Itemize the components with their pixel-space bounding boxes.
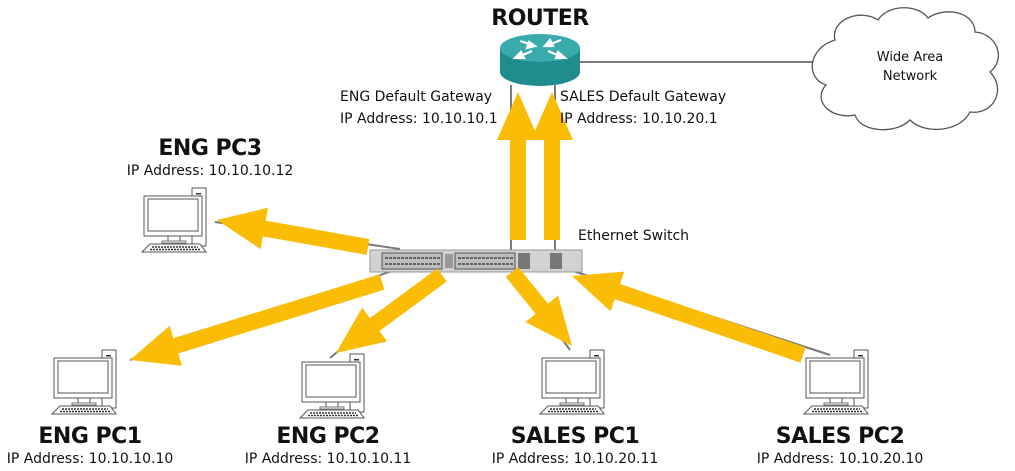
pc-label: ENG PC3 IP Address: 10.10.10.12 <box>105 136 315 180</box>
pc-ip-address: IP Address: 10.10.10.12 <box>126 163 294 179</box>
pc-name: SALES PC2 <box>775 424 905 449</box>
wan-label-line2: Network <box>882 69 938 84</box>
pc-ip-address: IP Address: 10.10.20.11 <box>491 451 659 467</box>
arrow-switch-to-eng-pc2 <box>336 268 447 353</box>
arrow-switch-to-sales-pc1 <box>505 266 572 346</box>
arrow-switch-to-eng-pc1 <box>130 274 385 366</box>
pc-icon-eng-pc3[interactable] <box>141 187 207 253</box>
pc-ip-address: IP Address: 10.10.20.10 <box>756 451 924 467</box>
arrow-switch-to-eng-pc3 <box>217 207 370 255</box>
switch-icon[interactable] <box>369 249 583 273</box>
eng-gateway-label: ENG Default Gateway IP Address: 10.10.10… <box>340 86 498 130</box>
eng-gateway-name: ENG Default Gateway <box>340 89 493 105</box>
router-title: ROUTER <box>491 6 589 31</box>
pc-name: ENG PC1 <box>38 424 142 449</box>
arrow-sales-pc2-to-switch <box>572 271 806 363</box>
pc-name: ENG PC3 <box>158 136 262 161</box>
sales-gateway-label: SALES Default Gateway IP Address: 10.10.… <box>560 86 726 130</box>
wan-label-line1: Wide Area <box>876 50 944 65</box>
pc-label: ENG PC1 IP Address: 10.10.10.10 <box>0 424 180 468</box>
wan-label: Wide Area Network <box>855 48 965 86</box>
pc-label: ENG PC2 IP Address: 10.10.10.11 <box>238 424 418 468</box>
pc-ip-address: IP Address: 10.10.10.11 <box>244 451 412 467</box>
router-icon[interactable] <box>500 34 580 86</box>
switch-label: Ethernet Switch <box>578 228 690 244</box>
cloud-icon[interactable] <box>811 7 999 131</box>
pc-icon-sales-pc2[interactable] <box>803 349 869 415</box>
eng-gateway-ip: IP Address: 10.10.10.1 <box>340 111 498 127</box>
pc-name: ENG PC2 <box>276 424 380 449</box>
arrow-switch-to-eng-gateway <box>497 92 539 240</box>
pc-icon-sales-pc1[interactable] <box>539 349 605 415</box>
pc-icon-eng-pc2[interactable] <box>299 353 365 419</box>
pc-label: SALES PC2 IP Address: 10.10.20.10 <box>745 424 935 468</box>
sales-gateway-ip: IP Address: 10.10.20.1 <box>560 111 718 127</box>
pc-ip-address: IP Address: 10.10.10.10 <box>6 451 174 467</box>
arrow-switch-to-sales-gateway <box>531 92 573 240</box>
sales-gateway-name: SALES Default Gateway <box>560 89 727 105</box>
pc-icon-eng-pc1[interactable] <box>51 349 117 415</box>
pc-label: SALES PC1 IP Address: 10.10.20.11 <box>480 424 670 468</box>
traffic-arrows <box>130 92 806 366</box>
pc-name: SALES PC1 <box>510 424 640 449</box>
